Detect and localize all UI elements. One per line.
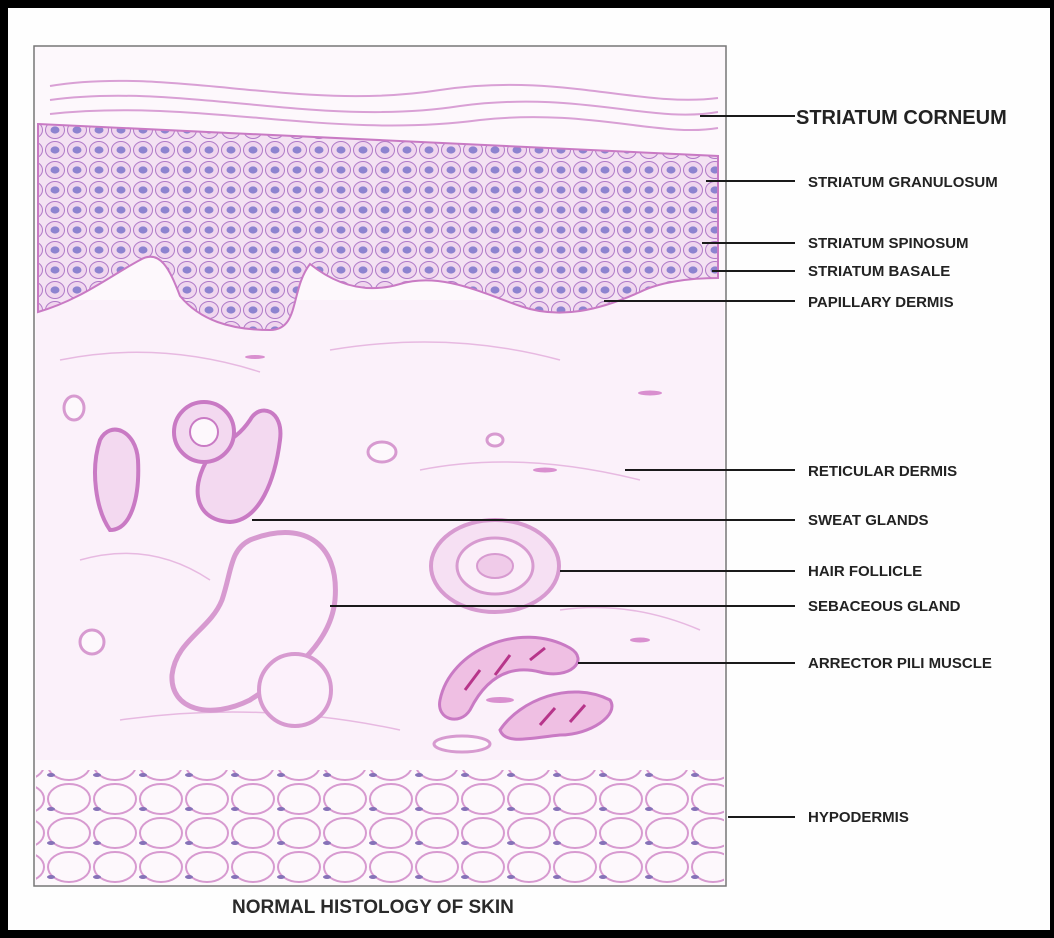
label-hypodermis: HYPODERMIS [808,809,909,826]
label-striatum-corneum: STRIATUM CORNEUM [796,107,1007,129]
label-arrector-pili-muscle: ARRECTOR PILI MUSCLE [808,655,992,672]
label-hair-follicle: HAIR FOLLICLE [808,563,922,580]
figure-caption: NORMAL HISTOLOGY OF SKIN [232,897,514,918]
dermis-region [36,300,724,760]
label-striatum-basale: STRIATUM BASALE [808,263,950,280]
hair-follicle-structure [431,520,559,612]
label-striatum-spinosum: STRIATUM SPINOSUM [808,235,969,252]
label-reticular-dermis: RETICULAR DERMIS [808,463,957,480]
hypodermis-adipocytes [36,770,724,884]
label-striatum-granulosum: STRIATUM GRANULOSUM [808,174,998,191]
label-sweat-glands: SWEAT GLANDS [808,512,929,529]
label-papillary-dermis: PAPILLARY DERMIS [808,294,954,311]
label-sebaceous-gland: SEBACEOUS GLAND [808,598,961,615]
skin-histology-drawing: STRIATUM CORNEUM STRIATUM GRANULOSUM STR… [8,8,1050,930]
